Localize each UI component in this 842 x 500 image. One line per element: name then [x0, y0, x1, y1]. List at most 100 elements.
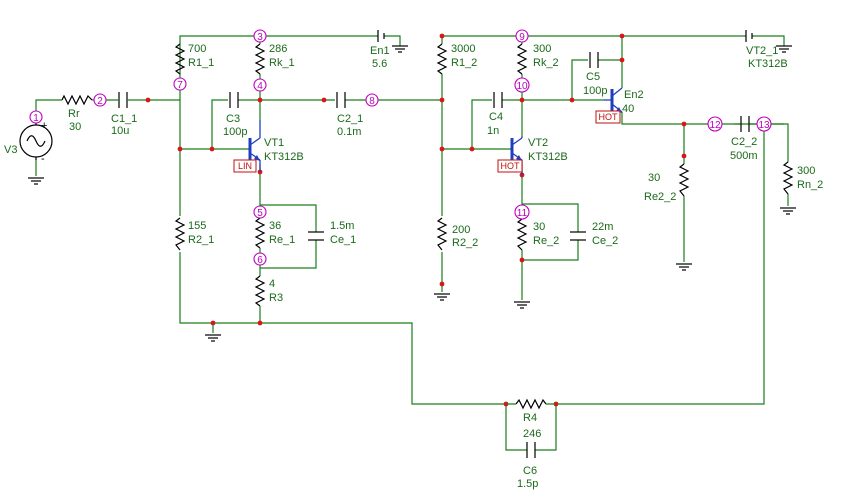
c1-1-value: 10u — [111, 125, 129, 137]
vt2-1-name: En2 — [624, 89, 644, 101]
rn-2-value: 300 — [797, 165, 815, 177]
en1-value: 5.6 — [372, 58, 387, 70]
capacitor-c5[interactable]: C5 100p — [583, 52, 607, 97]
svg-text:3: 3 — [257, 32, 263, 43]
resistor-r1-2[interactable]: 3000 R1_2 — [436, 43, 477, 75]
r4-value: 246 — [523, 428, 541, 440]
r1-1-value: 700 — [188, 43, 206, 55]
re-2-value: 30 — [533, 221, 545, 233]
capacitor-c2-1[interactable]: C2_1 0.1m — [336, 92, 363, 138]
resistor-rk-2[interactable]: 300 Rk_2 — [516, 43, 559, 75]
node-5: 5 — [253, 205, 267, 219]
resistor-re-2[interactable]: 30 Re_2 — [516, 218, 559, 251]
node-2: 2 — [93, 93, 107, 107]
svg-text:HOT: HOT — [501, 161, 521, 171]
v3-name: V3 — [4, 144, 17, 156]
node-4: 4 — [253, 78, 267, 92]
node-13: 13 — [756, 116, 772, 132]
vt1-value: KT312B — [264, 151, 304, 163]
c6-value: 1.5p — [517, 478, 538, 490]
svg-text:LIN: LIN — [238, 161, 252, 171]
resistor-rr[interactable]: Rr 30 — [61, 94, 93, 133]
rn-2-name: Rn_2 — [797, 179, 823, 191]
re-1-value: 36 — [269, 220, 281, 232]
rk-2-name: Rk_2 — [533, 57, 559, 69]
resistor-rk-1[interactable]: 286 Rk_1 — [254, 43, 295, 75]
r3-name: R3 — [269, 292, 283, 304]
c6-name: C6 — [523, 465, 537, 477]
svg-text:12: 12 — [709, 120, 721, 131]
c5-value: 100p — [583, 85, 607, 97]
rk-2-value: 300 — [533, 43, 551, 55]
svg-text:13: 13 — [758, 120, 770, 131]
r3-value: 4 — [269, 278, 275, 290]
re-1-name: Re_1 — [269, 234, 295, 246]
capacitor-c4[interactable]: C4 1n — [487, 92, 503, 137]
battery-en2[interactable]: VT2_1 KT312B — [745, 30, 788, 70]
ground-icon — [514, 301, 530, 309]
v3-plus: + — [41, 120, 47, 132]
source-v3[interactable]: + - V3 — [4, 120, 53, 165]
ground-icon — [205, 334, 221, 342]
flag-hot-vt2-1: HOT — [595, 110, 621, 124]
vt2-value: KT312B — [528, 151, 568, 163]
node-3: 3 — [253, 29, 267, 43]
svg-text:10: 10 — [516, 81, 528, 92]
v3-minus: - — [41, 153, 45, 165]
capacitor-c3[interactable]: C3 100p — [223, 92, 247, 138]
node-7: 7 — [173, 77, 187, 91]
svg-text:5: 5 — [257, 208, 263, 219]
rr-value: 30 — [69, 121, 81, 133]
node-labels: 1 2 3 4 5 6 7 8 9 10 11 12 13 — [29, 29, 772, 266]
svg-text:7: 7 — [177, 80, 183, 91]
resistor-r2-2[interactable]: 200 R2_2 — [436, 217, 478, 251]
c2-2-value: 500m — [730, 150, 758, 162]
en1-name: En1 — [370, 45, 390, 57]
resistor-re-1[interactable]: 36 Re_1 — [254, 217, 295, 249]
node-9: 9 — [515, 29, 529, 43]
svg-text:2: 2 — [97, 96, 103, 107]
ground-icon — [780, 207, 796, 215]
resistor-rn-2[interactable]: 300 Rn_2 — [782, 161, 823, 195]
r1-2-name: R1_2 — [451, 57, 477, 69]
c3-value: 100p — [223, 126, 247, 138]
resistor-r4[interactable]: R4 246 — [506, 398, 556, 440]
rk-1-value: 286 — [269, 43, 287, 55]
re-2-name: Re_2 — [533, 235, 559, 247]
resistor-re2-2[interactable]: 30 Re2_2 — [644, 163, 690, 203]
battery-en1[interactable]: En1 5.6 — [370, 30, 390, 70]
transistor-vt2[interactable]: VT2 KT312B — [510, 136, 568, 175]
r2-2-name: R2_2 — [452, 237, 478, 249]
capacitor-c2-2[interactable]: C2_2 500m — [730, 116, 758, 162]
c2-1-name: C2_1 — [337, 113, 363, 125]
node-12: 12 — [707, 116, 723, 132]
svg-text:HOT: HOT — [599, 112, 619, 122]
flag-lin: LIN — [233, 159, 257, 173]
vt1-name: VT1 — [264, 137, 284, 149]
c1-1-name: C1_1 — [111, 113, 137, 125]
rr-name: Rr — [68, 108, 80, 120]
node-1: 1 — [29, 110, 43, 124]
resistor-r2-1[interactable]: 155 R2_1 — [174, 217, 214, 251]
ground-icon — [28, 177, 44, 185]
capacitor-ce-1[interactable]: 1.5m Ce_1 — [308, 220, 356, 246]
resistor-r1-1[interactable]: 700 R1_1 — [174, 43, 214, 75]
c4-value: 1n — [487, 125, 499, 137]
ce-1-name: Ce_1 — [330, 234, 356, 246]
c2-2-name: C2_2 — [731, 136, 757, 148]
en2-name: VT2_1 — [746, 45, 778, 57]
ground-icon — [434, 293, 450, 301]
ce-1-value: 1.5m — [330, 220, 354, 232]
resistor-r3[interactable]: 4 R3 — [254, 275, 283, 307]
node-10: 10 — [514, 77, 530, 93]
node-8: 8 — [365, 93, 379, 107]
r2-1-name: R2_1 — [188, 234, 214, 246]
capacitor-c6[interactable]: C6 1.5p — [517, 442, 538, 490]
flag-hot-vt2: HOT — [497, 159, 523, 173]
re2-2-name: Re2_2 — [644, 191, 676, 203]
rk-1-name: Rk_1 — [269, 57, 295, 69]
capacitor-ce-2[interactable]: 22m Ce_2 — [570, 221, 618, 247]
c3-name: C3 — [226, 113, 240, 125]
capacitor-c1-1[interactable]: C1_1 10u — [111, 92, 137, 137]
